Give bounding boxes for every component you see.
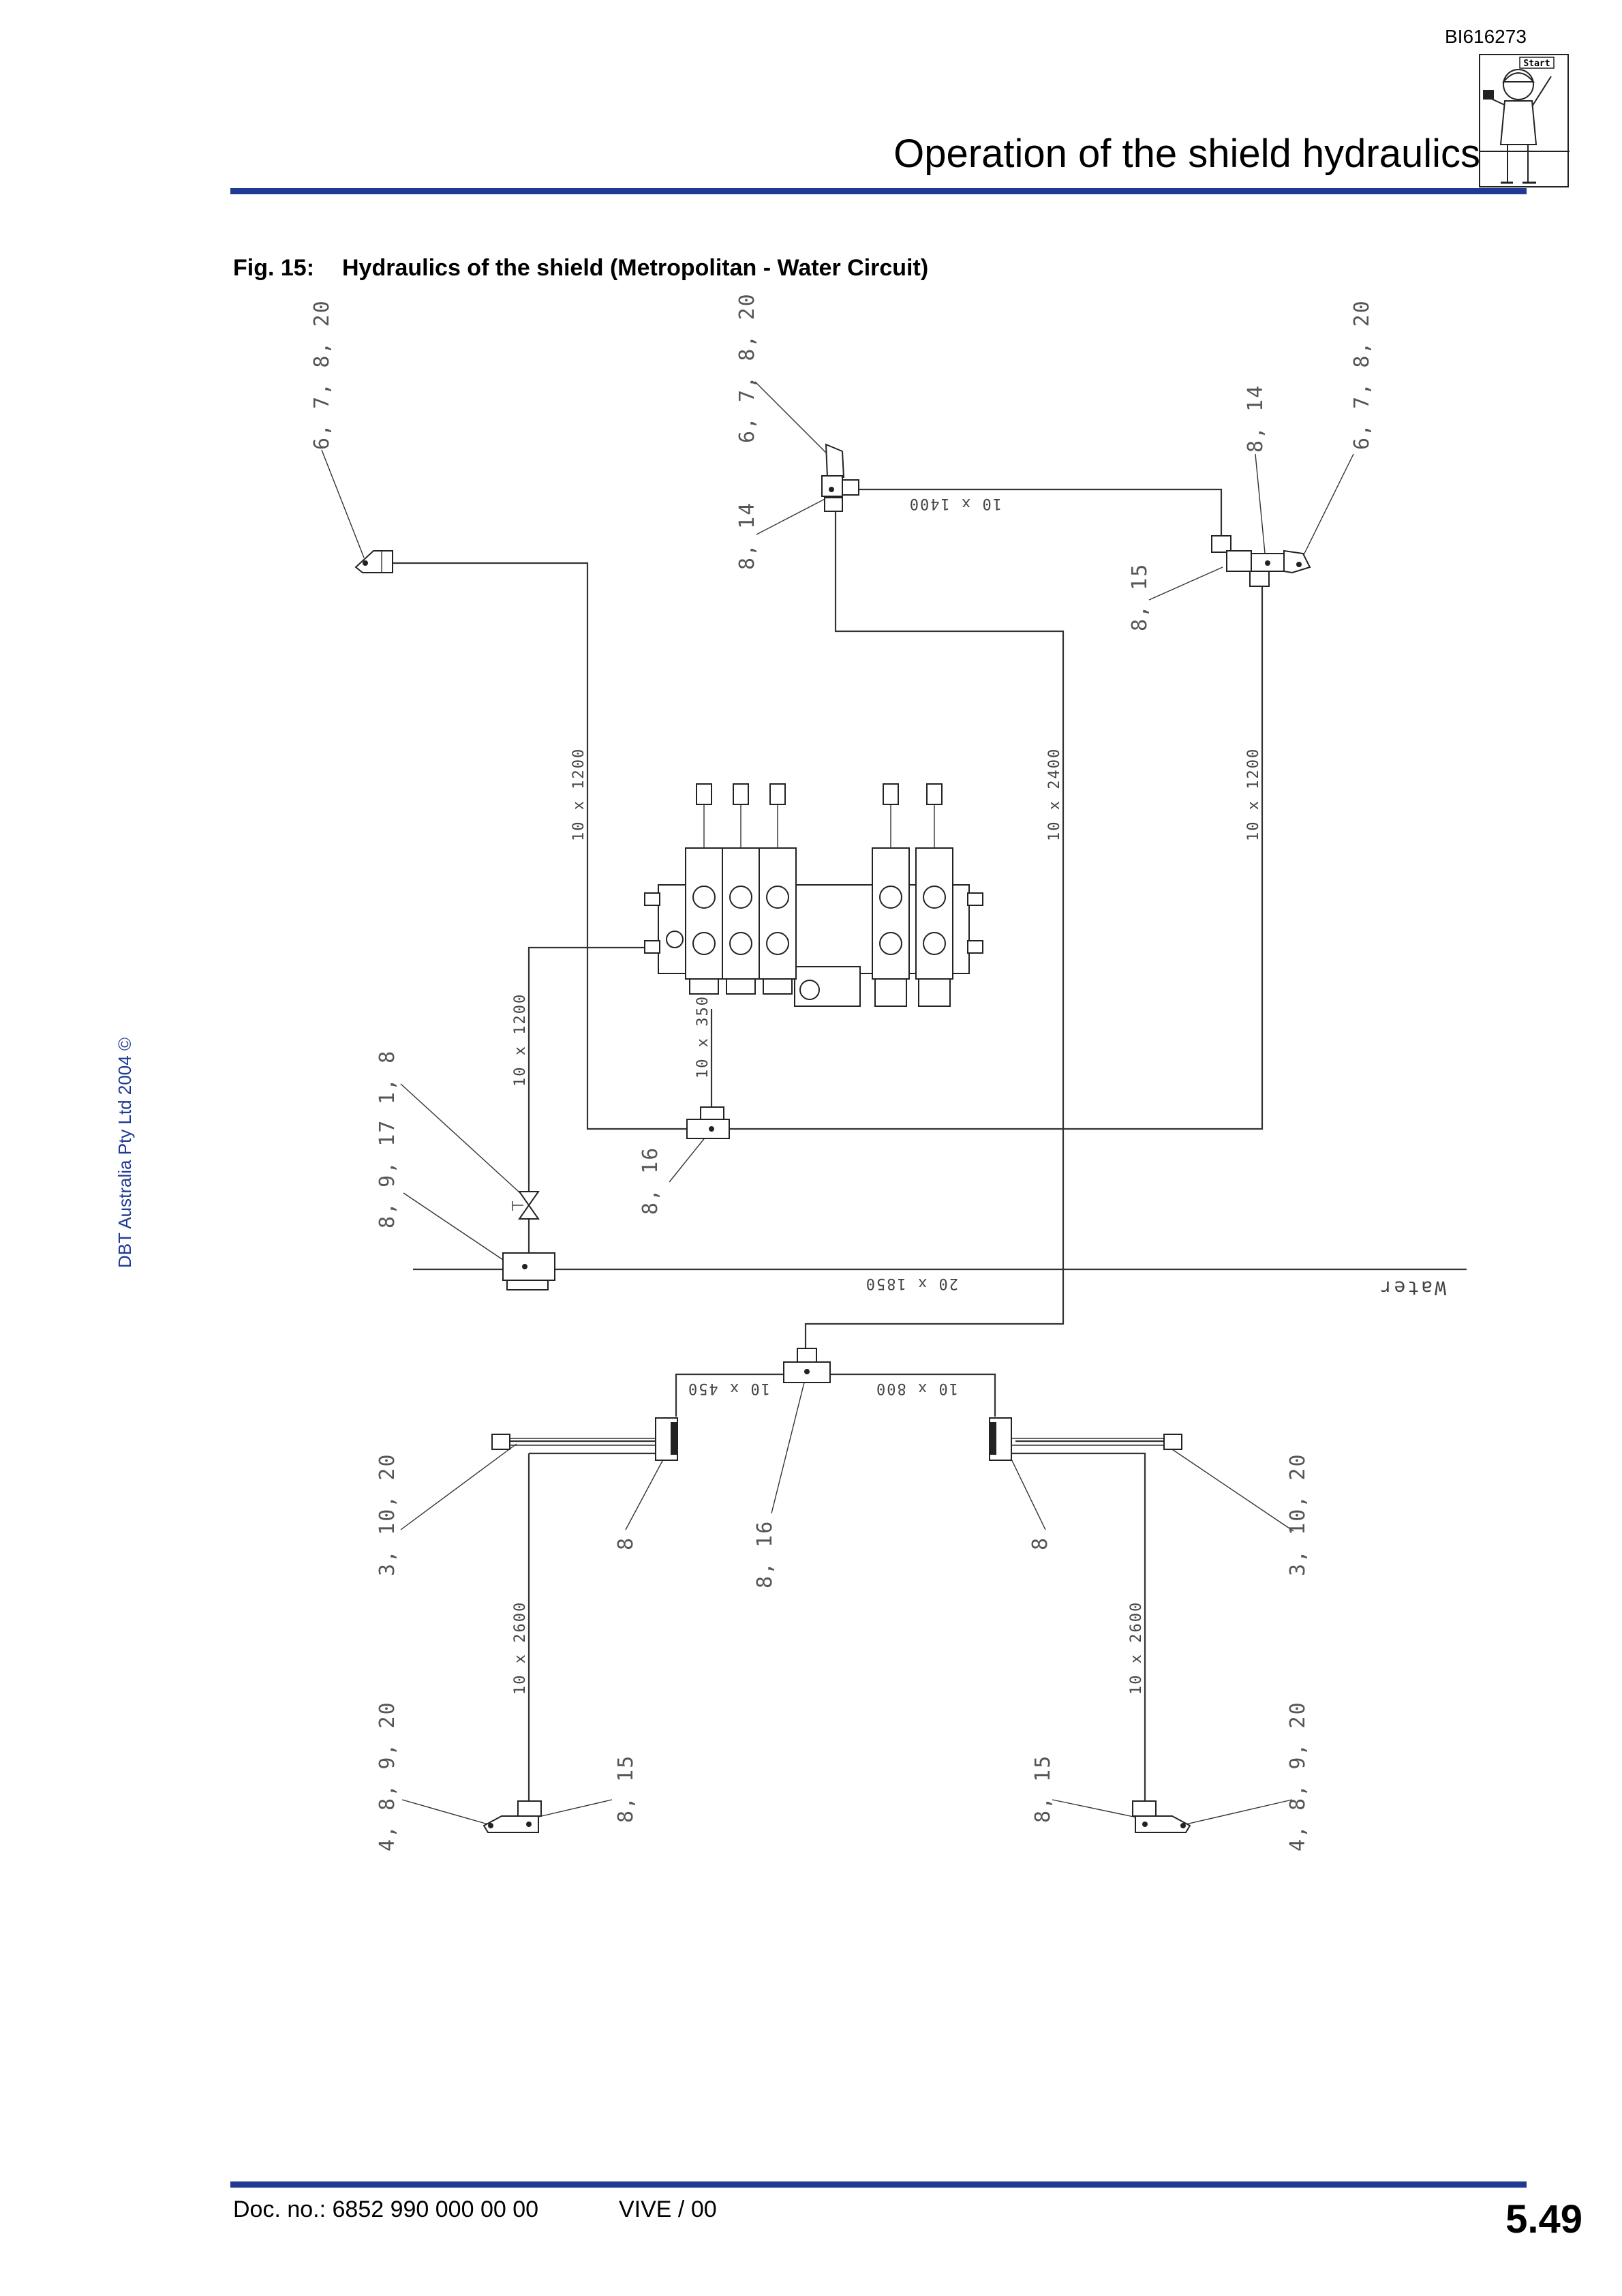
callout-label: 6, 7, 8, 20 bbox=[735, 292, 759, 443]
hose-label: 10 x 800 bbox=[875, 1380, 958, 1397]
page-title: Operation of the shield hydraulics bbox=[893, 132, 1480, 176]
footer-rule bbox=[230, 2181, 1527, 2188]
callout-labels: 6, 7, 8, 20 6, 7, 8, 20 8, 14 8, 14 6, 7… bbox=[310, 292, 1374, 1852]
hose-label: 10 x 1200 bbox=[1245, 748, 1262, 841]
hose-label: 10 x 450 bbox=[687, 1380, 770, 1397]
footer-doc-number: Doc. no.: 6852 990 000 00 00 bbox=[233, 2196, 539, 2222]
callout-label: 8, 15 bbox=[1031, 1755, 1055, 1823]
leader-lines bbox=[321, 381, 1354, 1825]
callout-label: 8, 16 bbox=[753, 1520, 777, 1588]
cylinder-right bbox=[989, 1417, 1182, 1461]
hose-label: 10 x 350 bbox=[694, 995, 711, 1078]
callout-label: 6, 7, 8, 20 bbox=[310, 299, 334, 450]
hose-lines bbox=[392, 488, 1467, 1809]
worker-start-icon: Start bbox=[1479, 54, 1570, 187]
callout-label: 8, 15 bbox=[614, 1755, 638, 1823]
callout-label: 4, 8, 9, 20 bbox=[1286, 1701, 1310, 1852]
fitting-bottom-right bbox=[1132, 1800, 1191, 1833]
callout-label: 3, 10, 20 bbox=[1286, 1453, 1310, 1576]
valve-bank bbox=[644, 783, 983, 1007]
callout-label: 8, 9, 17 bbox=[376, 1119, 399, 1229]
hose-label: 10 x 1400 bbox=[908, 495, 1002, 512]
callout-label: 8 bbox=[614, 1537, 638, 1550]
footer-version: VIVE / 00 bbox=[619, 2196, 717, 2222]
fitting-bottom-left bbox=[483, 1800, 542, 1833]
hose-label: 10 x 2400 bbox=[1046, 748, 1063, 841]
hose-label: 10 x 2600 bbox=[512, 1601, 529, 1695]
document-id: BI616273 bbox=[1445, 26, 1527, 47]
valve-section-3 bbox=[759, 783, 797, 995]
callout-label: 4, 8, 9, 20 bbox=[376, 1701, 399, 1852]
hose-label: 20 x 1850 bbox=[865, 1275, 958, 1292]
tee-fitting-center bbox=[686, 1106, 730, 1139]
fitting-top-center bbox=[821, 443, 859, 512]
tee-fitting-lower bbox=[783, 1348, 831, 1383]
callout-label: 6, 7, 8, 20 bbox=[1350, 299, 1374, 450]
fitting-top-left bbox=[354, 550, 393, 573]
cylinder-left bbox=[491, 1417, 678, 1461]
callout-label: 8, 16 bbox=[639, 1147, 662, 1215]
figure-caption: Fig. 15: Hydraulics of the shield (Metrop… bbox=[233, 255, 928, 282]
callout-label: 3, 10, 20 bbox=[376, 1453, 399, 1576]
ball-valve bbox=[512, 1191, 540, 1220]
figure-number: Fig. 15: bbox=[233, 255, 315, 281]
hose-label: 10 x 1200 bbox=[570, 748, 587, 841]
callout-label: 1, 8 bbox=[376, 1050, 399, 1104]
callout-label: 8, 14 bbox=[1244, 384, 1268, 453]
callout-label: 8, 15 bbox=[1128, 563, 1152, 631]
hose-label: 10 x 2600 bbox=[1128, 1601, 1145, 1695]
water-label: Water bbox=[1379, 1277, 1446, 1299]
callout-label: 8 bbox=[1028, 1537, 1052, 1550]
hose-label: 10 x 1200 bbox=[512, 993, 529, 1087]
valve-section-4 bbox=[872, 783, 910, 1007]
start-sign-label: Start bbox=[1523, 59, 1550, 69]
callout-label: 8, 14 bbox=[735, 502, 759, 570]
fitting-top-right bbox=[1211, 535, 1311, 587]
page-number: 5.49 bbox=[1505, 2197, 1582, 2241]
hose-labels: 10 x 1400 10 x 1200 10 x 2400 10 x 1200 … bbox=[512, 495, 1446, 1695]
valve-section-1 bbox=[685, 783, 723, 995]
figure-title: Hydraulics of the shield (Metropolitan -… bbox=[342, 255, 929, 281]
valve-section-5 bbox=[915, 783, 953, 1007]
header-rule bbox=[230, 188, 1527, 194]
valve-section-2 bbox=[722, 783, 760, 995]
water-tee-left bbox=[502, 1252, 555, 1290]
